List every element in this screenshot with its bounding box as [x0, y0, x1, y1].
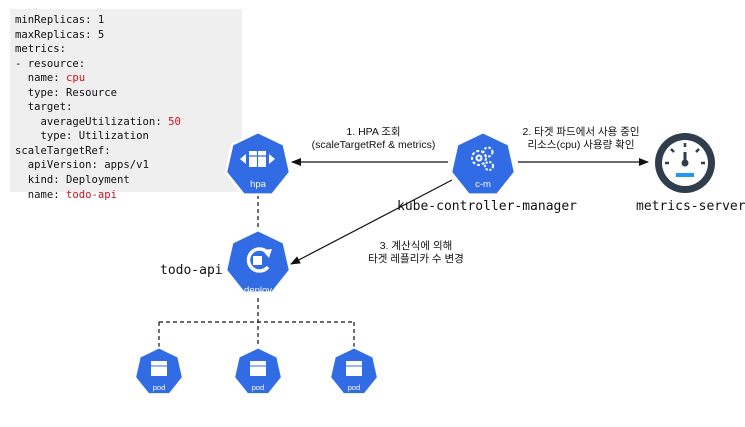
- step2-line1: 2. 타겟 파드에서 사용 중인: [522, 126, 640, 138]
- hpa-manifest-code: minReplicas: 1 maxReplicas: 5 metrics: -…: [15, 13, 181, 202]
- code-line: type: Utilization: [15, 130, 149, 142]
- yaml-key: metrics:: [15, 43, 67, 56]
- yaml-highlighted-value: cpu: [66, 72, 86, 85]
- hpa-icon[interactable]: hpa: [224, 130, 292, 196]
- code-line: scaleTargetRef:: [15, 145, 111, 157]
- yaml-key: maxReplicas:: [15, 28, 98, 41]
- deploy-label: deploy: [244, 285, 272, 296]
- pod-icon[interactable]: pod: [329, 346, 379, 395]
- yaml-highlighted-value: 50: [168, 115, 181, 128]
- step3-label: 3. 계산식에 의해 타겟 레플리카 수 변경: [357, 240, 475, 266]
- yaml-key: minReplicas:: [15, 14, 98, 26]
- step2-line2: 리소스(cpu) 사용량 확인: [527, 139, 635, 151]
- metrics-server-caption: metrics-server: [636, 199, 745, 214]
- step2-label: 2. 타겟 파드에서 사용 중인 리소스(cpu) 사용량 확인: [516, 126, 646, 152]
- pod-label: pod: [348, 383, 361, 392]
- yaml-value: Utilization: [78, 130, 149, 143]
- deploy-icon[interactable]: deploy: [224, 228, 292, 296]
- hpa-manifest-panel: minReplicas: 1 maxReplicas: 5 metrics: -…: [10, 9, 242, 201]
- yaml-key: type:: [15, 130, 79, 143]
- pod-label: pod: [252, 383, 265, 392]
- code-line: - resource:: [15, 58, 85, 70]
- pod-icon[interactable]: pod: [233, 346, 283, 395]
- yaml-value: Deployment: [66, 174, 130, 187]
- pod-label: pod: [153, 383, 166, 392]
- code-line: name: todo-api: [15, 189, 117, 201]
- hpa-label: hpa: [250, 179, 267, 190]
- code-line: target:: [15, 101, 73, 114]
- yaml-key: type:: [15, 86, 67, 99]
- yaml-key: scaleTargetRef:: [15, 144, 111, 157]
- yaml-key: name:: [15, 72, 67, 85]
- code-line: apiVersion: apps/v1: [15, 159, 149, 171]
- code-line: averageUtilization: 50: [15, 116, 181, 128]
- yaml-highlighted-value: todo-api: [66, 188, 118, 201]
- yaml-key: averageUtilization:: [15, 115, 169, 128]
- yaml-key: name:: [15, 188, 67, 201]
- cm-label: c-m: [475, 179, 491, 190]
- code-line: name: cpu: [15, 72, 85, 84]
- metrics-server-gauge-icon[interactable]: [655, 133, 715, 193]
- arrow-step3: [290, 179, 453, 265]
- code-line: kind: Deployment: [15, 174, 130, 186]
- yaml-key: - resource:: [15, 57, 86, 70]
- yaml-value: apps/v1: [104, 159, 149, 172]
- step3-line1: 3. 계산식에 의해: [379, 240, 453, 252]
- controller-manager-icon[interactable]: c-m: [449, 130, 517, 196]
- yaml-value: 5: [97, 28, 105, 41]
- code-line: type: Resource: [15, 87, 117, 99]
- deployment-caption: todo-api: [160, 263, 223, 278]
- step1-label: 1. HPA 조회 (scaleTargetRef & metrics): [306, 126, 441, 152]
- yaml-key: kind:: [15, 174, 67, 187]
- step1-line2: (scaleTargetRef & metrics): [311, 139, 436, 151]
- step1-line1: 1. HPA 조회: [346, 126, 401, 138]
- yaml-key: target:: [15, 101, 73, 114]
- gears-icon: [471, 146, 494, 171]
- code-line: minReplicas: 1: [15, 14, 104, 26]
- step3-line2: 타겟 레플리카 수 변경: [368, 253, 464, 265]
- yaml-key: apiVersion:: [15, 159, 105, 172]
- pod-icon[interactable]: pod: [134, 346, 184, 395]
- deploy-pods-connector: [158, 298, 355, 352]
- yaml-value: 1: [97, 14, 105, 26]
- controller-manager-caption: kube-controller-manager: [397, 199, 578, 214]
- yaml-value: Resource: [66, 86, 118, 99]
- code-line: metrics:: [15, 43, 66, 55]
- code-line: maxReplicas: 5: [15, 29, 104, 41]
